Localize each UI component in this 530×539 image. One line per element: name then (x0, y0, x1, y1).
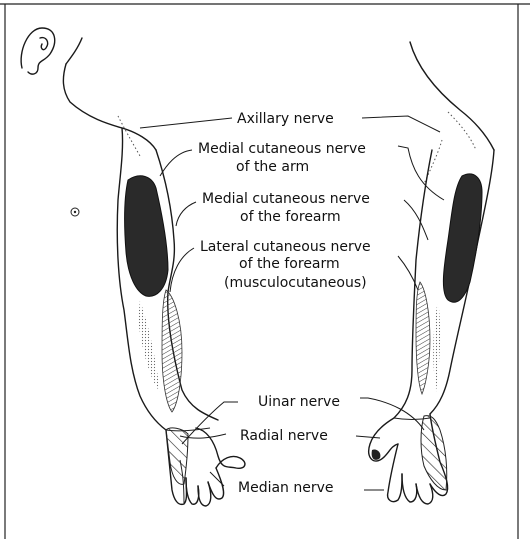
neck-outline-left (66, 38, 82, 64)
left-arm (63, 64, 245, 506)
region-medial-arm-right (443, 174, 482, 302)
nipple-mark-icon (71, 208, 79, 216)
region-lateral-forearm-right (416, 282, 430, 394)
label-medial-arm-line1: Medial cutaneous nerve (198, 141, 366, 157)
region-lateral-forearm-left (162, 290, 182, 412)
labels: Axillary nerve Medial cutaneous nerve of… (198, 111, 371, 496)
region-medial-arm-left (125, 176, 168, 296)
label-radial: Radial nerve (240, 428, 328, 444)
label-medial-forearm-line1: Medial cutaneous nerve (202, 191, 370, 207)
label-lateral-line3: (musculocutaneous) (224, 275, 367, 291)
left-hand (166, 428, 245, 506)
label-ulnar: Uinar nerve (258, 394, 340, 410)
label-lateral-line1: Lateral cutaneous nerve (200, 239, 371, 255)
label-lateral-line2: of the forearm (239, 256, 340, 272)
ear-icon (21, 28, 55, 74)
label-medial-arm-line2: of the arm (236, 159, 309, 175)
region-ulnar-hand-right (421, 416, 447, 490)
region-dotted-forearm-left (138, 300, 160, 392)
region-dotted-forearm-right (433, 300, 440, 392)
label-axillary: Axillary nerve (237, 111, 334, 127)
fingertip-mark-right (372, 449, 381, 459)
label-median: Median nerve (238, 480, 334, 496)
right-arm (369, 42, 494, 504)
region-ulnar-hand-left (166, 428, 188, 484)
label-medial-forearm-line2: of the forearm (240, 209, 341, 225)
